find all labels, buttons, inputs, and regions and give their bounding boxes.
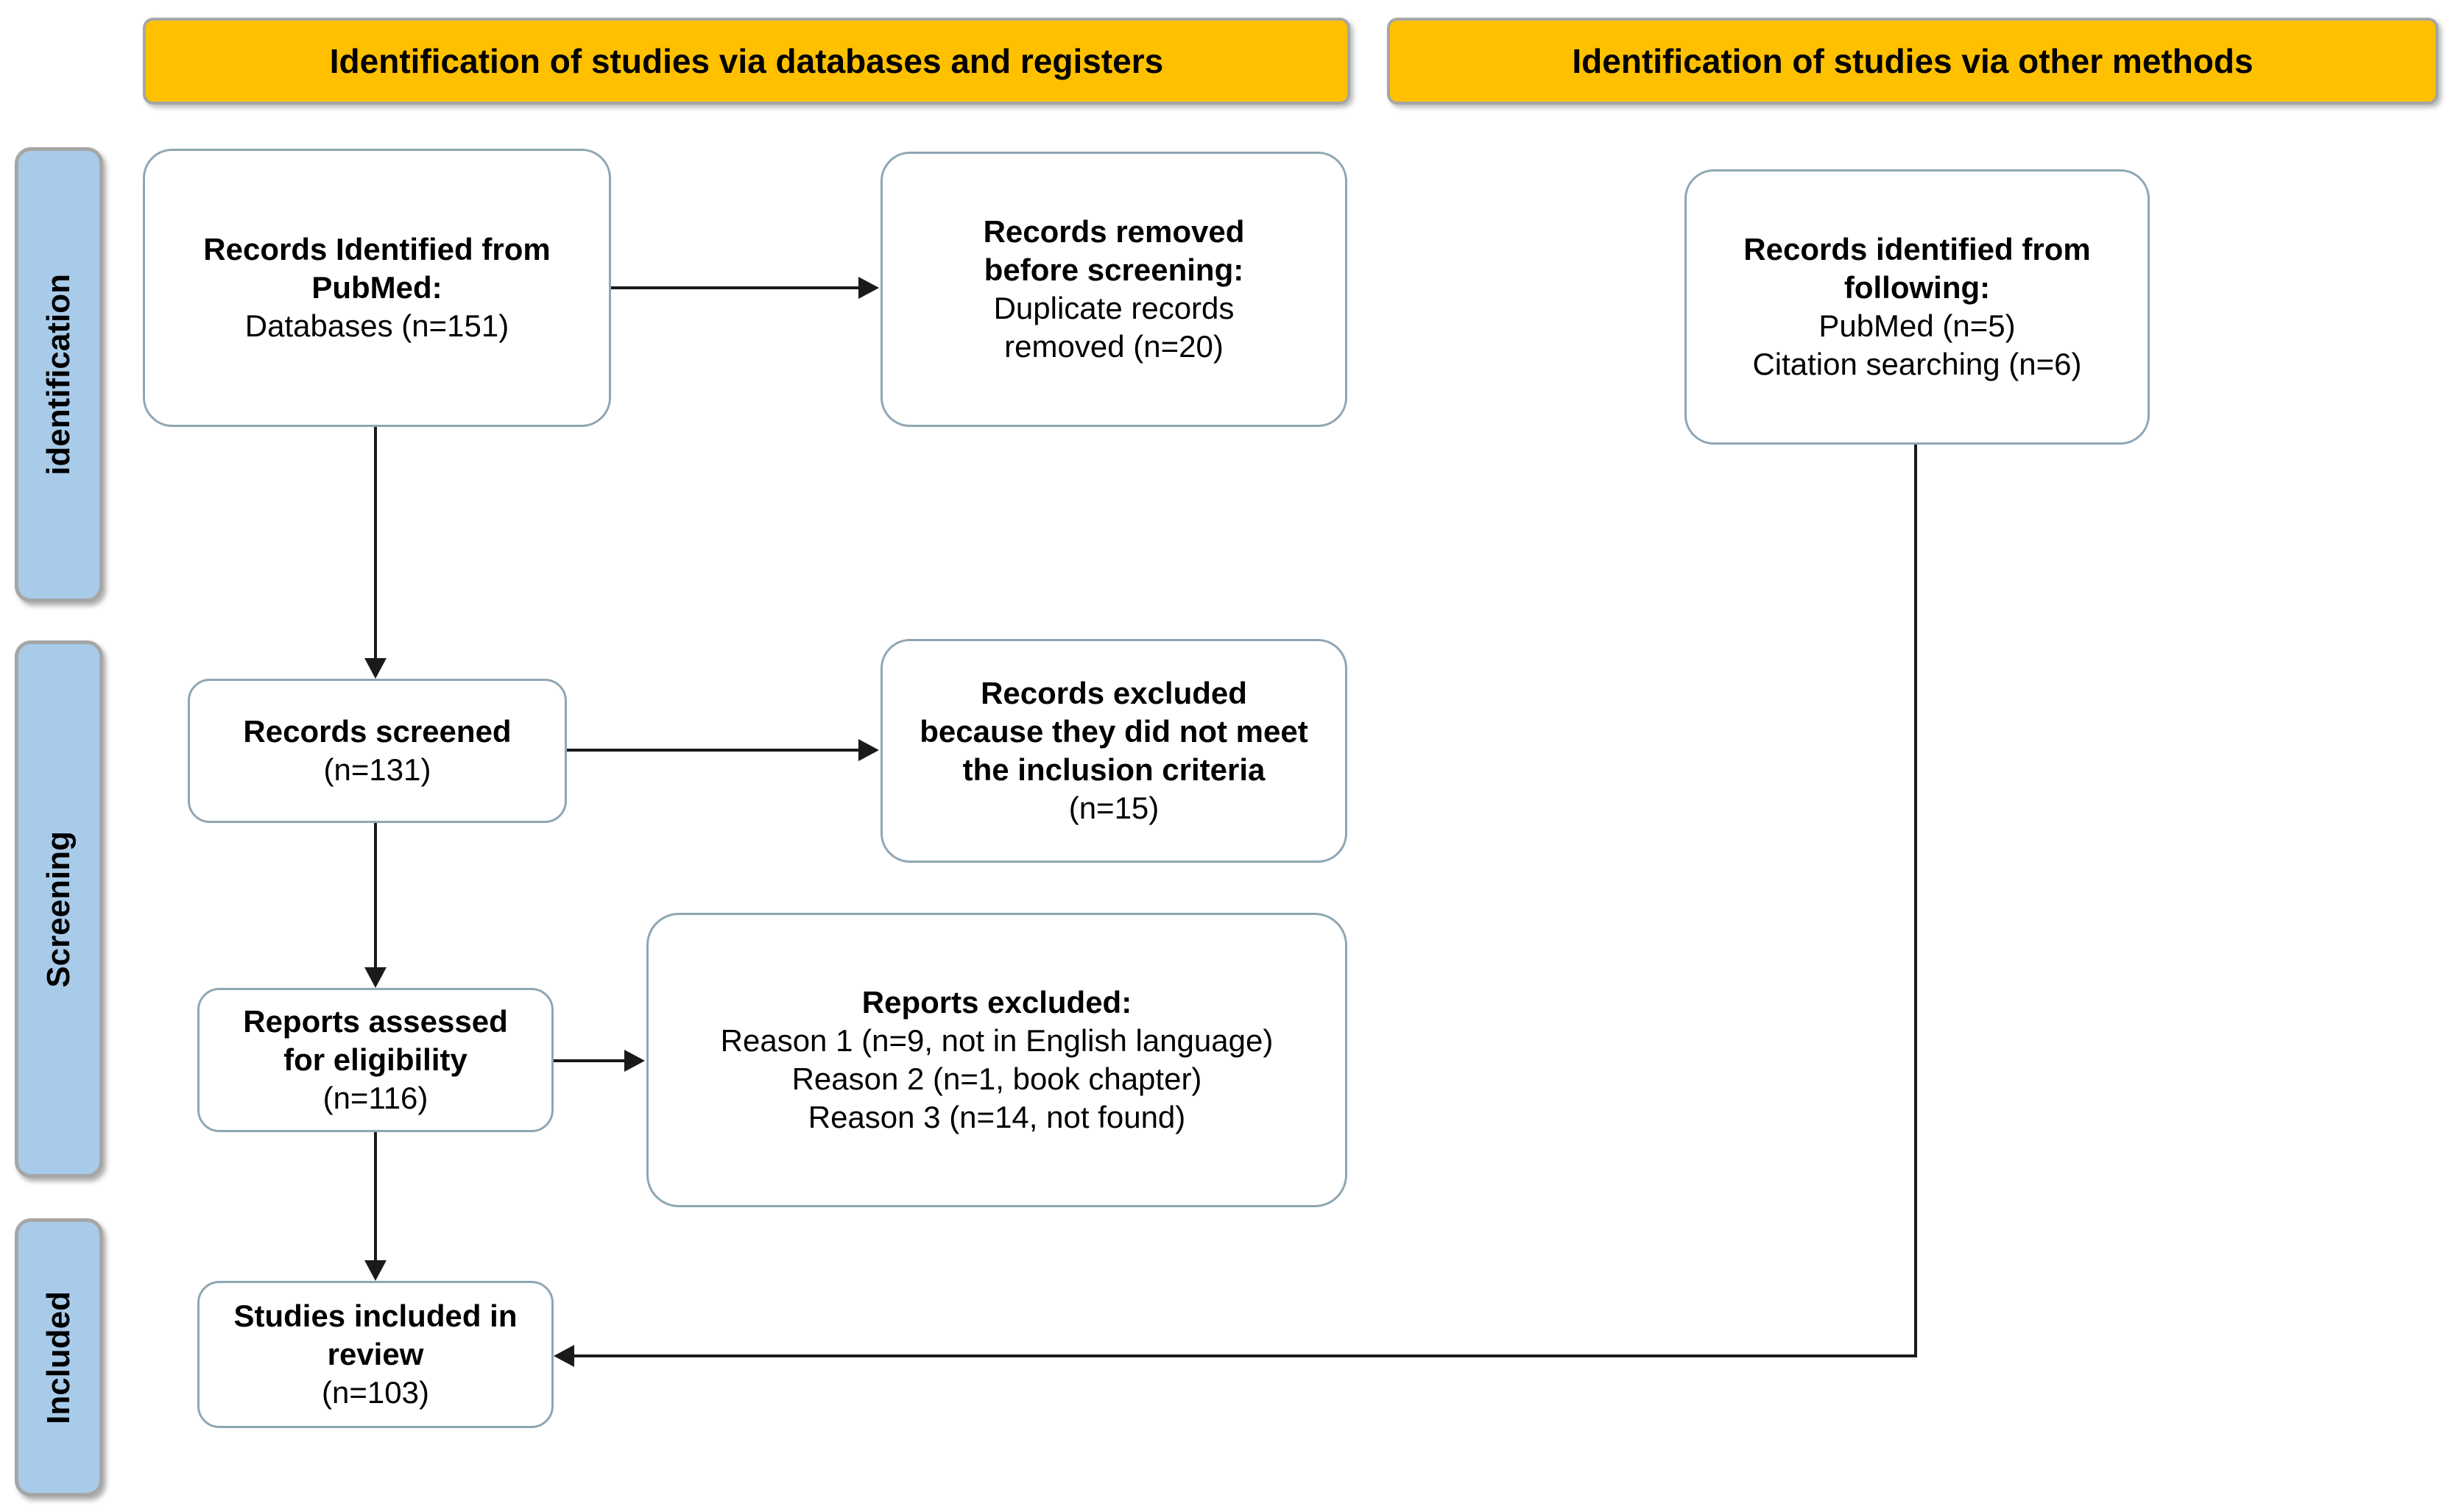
banner-other-methods-label: Identification of studies via other meth… <box>1572 42 2254 80</box>
banner-databases-registers-label: Identification of studies via databases … <box>329 42 1164 80</box>
stage-included-label: Included <box>40 1290 77 1424</box>
arrow-identified-to-screened-head-icon <box>364 658 387 679</box>
box-studies-included: Studies included in review (n=103) <box>197 1281 554 1428</box>
box-records-identified-title-line2: PubMed: <box>311 270 442 305</box>
box-reports-excluded-title-line1: Reports excluded: <box>861 985 1132 1020</box>
arrow-other-methods-to-included-horizontal-line <box>573 1354 1917 1357</box>
box-studies-included-title-line1: Studies included in <box>233 1299 518 1333</box>
box-records-screened: Records screened (n=131) <box>188 679 567 823</box>
box-records-removed-detail-line2: removed (n=20) <box>1004 329 1224 364</box>
arrow-identified-to-removed-line <box>611 286 861 289</box>
arrow-assessed-to-included-head-icon <box>364 1260 387 1281</box>
arrow-identified-to-screened-line <box>374 427 377 661</box>
arrow-screened-to-excluded-line <box>567 749 860 752</box>
box-records-other-methods: Records identified from following: PubMe… <box>1684 169 2150 445</box>
stage-screening-label: Screening <box>40 830 77 988</box>
box-reports-excluded-detail-line1: Reason 1 (n=9, not in English language) <box>720 1023 1274 1058</box>
arrow-screened-to-assessed-line <box>374 823 377 969</box>
box-records-excluded-title-line3: the inclusion criteria <box>962 752 1266 787</box>
stage-identification-label: identification <box>40 274 77 476</box>
box-reports-excluded-detail-line2: Reason 2 (n=1, book chapter) <box>791 1061 1202 1096</box>
arrow-assessed-to-reports-excluded-line <box>554 1059 627 1062</box>
arrow-other-methods-to-included-head-icon <box>554 1345 574 1367</box>
box-records-other-methods-title-line2: following: <box>1843 270 1991 305</box>
box-reports-excluded: Reports excluded: Reason 1 (n=9, not in … <box>646 913 1347 1207</box>
box-records-excluded-detail-line1: (n=15) <box>1068 791 1160 825</box>
box-records-removed: Records removed before screening: Duplic… <box>881 152 1347 427</box>
banner-other-methods: Identification of studies via other meth… <box>1387 18 2438 105</box>
stage-included: Included <box>15 1218 103 1497</box>
box-reports-excluded-detail-line3: Reason 3 (n=14, not found) <box>808 1100 1186 1134</box>
stage-identification: identification <box>15 147 103 602</box>
box-records-screened-title-line1: Records screened <box>243 714 512 749</box>
box-records-excluded: Records excluded because they did not me… <box>881 639 1347 863</box>
arrow-identified-to-removed-head-icon <box>858 277 879 299</box>
box-records-other-methods-detail-line2: Citation searching (n=6) <box>1752 347 2082 381</box>
box-records-excluded-title-line2: because they did not meet <box>920 714 1308 749</box>
arrow-screened-to-excluded-head-icon <box>858 739 879 761</box>
box-reports-assessed-title-line1: Reports assessed <box>243 1004 508 1039</box>
box-studies-included-title-line2: review <box>327 1337 424 1371</box>
stage-screening: Screening <box>15 640 103 1178</box>
arrow-other-methods-to-included-vertical-line <box>1914 445 1917 1357</box>
box-records-screened-detail-line1: (n=131) <box>323 752 431 787</box>
box-records-excluded-title-line1: Records excluded <box>981 676 1247 710</box>
box-records-other-methods-title-line1: Records identified from <box>1743 232 2091 266</box>
arrow-assessed-to-reports-excluded-head-icon <box>624 1050 645 1072</box>
box-studies-included-detail-line1: (n=103) <box>322 1375 429 1410</box>
banner-databases-registers: Identification of studies via databases … <box>143 18 1350 105</box>
box-reports-assessed-title-line2: for eligibility <box>283 1042 467 1077</box>
box-records-removed-title-line2: before screening: <box>984 252 1244 287</box>
box-records-identified-detail-line1: Databases (n=151) <box>244 308 509 343</box>
arrow-assessed-to-included-line <box>374 1132 377 1262</box>
box-records-identified: Records Identified from PubMed: Database… <box>143 149 611 427</box>
box-records-identified-title-line1: Records Identified from <box>203 232 551 266</box>
box-records-removed-detail-line1: Duplicate records <box>993 291 1235 325</box>
arrow-screened-to-assessed-head-icon <box>364 967 387 988</box>
box-records-other-methods-detail-line1: PubMed (n=5) <box>1818 308 2016 343</box>
box-reports-assessed: Reports assessed for eligibility (n=116) <box>197 988 554 1132</box>
box-reports-assessed-detail-line1: (n=116) <box>322 1081 428 1115</box>
box-records-removed-title-line1: Records removed <box>983 214 1245 249</box>
